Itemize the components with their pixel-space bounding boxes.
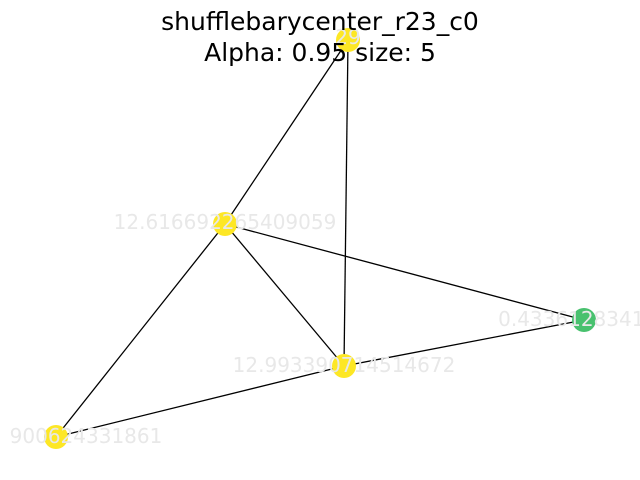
edge-n1-n2 (224, 223, 585, 321)
node-label-n4: 900624331861 (10, 424, 163, 448)
node-n4 (44, 425, 68, 449)
edge-n1-n3 (224, 223, 345, 367)
node-label-n3: 12.993390714514672 (233, 353, 456, 377)
node-layer (44, 28, 596, 449)
edge-n3-n4 (55, 365, 345, 438)
edge-n0-n3 (343, 39, 349, 367)
node-n1 (213, 212, 237, 236)
node-label-n0: 29 (335, 25, 360, 49)
edge-layer (55, 39, 585, 438)
node-label-n2: 0.433612834138 (498, 307, 640, 331)
label-layer: 29 12.616692265409059 0.433612834138 12.993… (10, 25, 640, 448)
node-label-n1: 12.616692265409059 (114, 210, 337, 234)
edge-n3-n2 (343, 319, 585, 367)
node-n3 (332, 354, 356, 378)
edge-n0-n1 (224, 39, 349, 225)
node-n0 (336, 28, 360, 52)
node-n2 (572, 308, 596, 332)
edge-n1-n4 (55, 223, 226, 438)
